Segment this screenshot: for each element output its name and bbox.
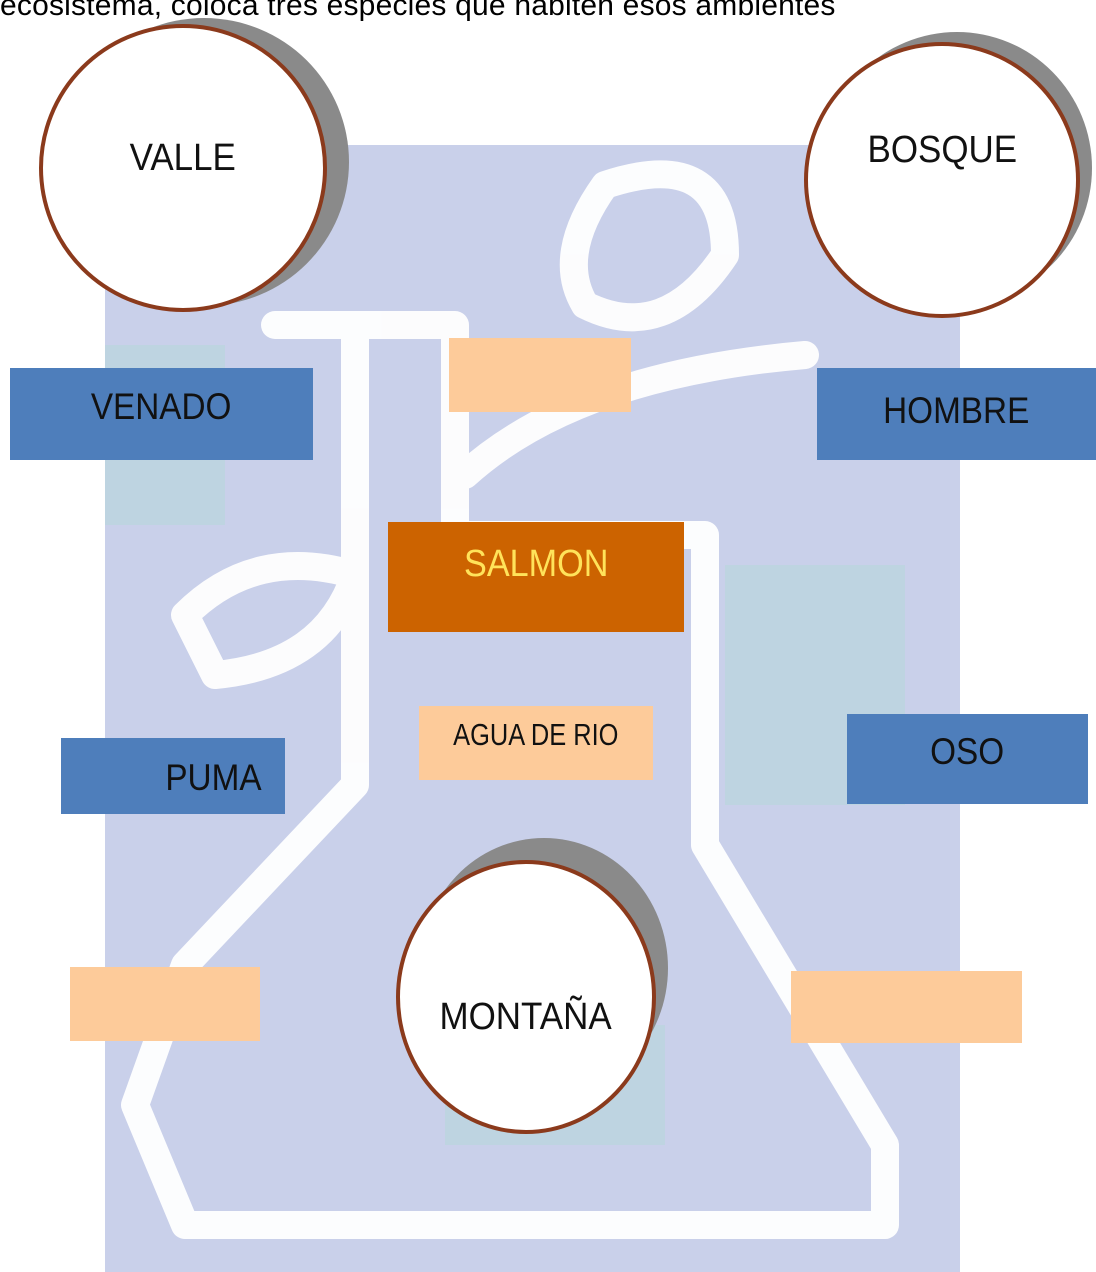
- bosque-circle-body: BOSQUE: [804, 42, 1080, 318]
- answer-box-left[interactable]: [70, 967, 260, 1041]
- hombre-box: HOMBRE: [817, 368, 1096, 460]
- puma-label: PUMA: [164, 757, 262, 798]
- puma-box: PUMA: [61, 738, 285, 814]
- venado-label: VENADO: [91, 386, 232, 427]
- montana-circle: MONTAÑA: [396, 838, 668, 1138]
- oso-label: OSO: [930, 731, 1005, 772]
- answer-box-right[interactable]: [791, 971, 1022, 1043]
- valle-circle-body: VALLE: [39, 24, 327, 312]
- salmon-label: SALMON: [463, 542, 609, 585]
- montana-label: MONTAÑA: [439, 995, 613, 1038]
- bosque-label: BOSQUE: [867, 128, 1017, 171]
- valle-label: VALLE: [129, 136, 237, 179]
- salmon-box: SALMON: [388, 522, 684, 632]
- oso-box: OSO: [847, 714, 1088, 804]
- agua-de-rio-label: AGUA DE RIO: [453, 717, 619, 752]
- bosque-circle: BOSQUE: [802, 28, 1092, 318]
- venado-box: VENADO: [10, 368, 313, 460]
- montana-circle-body: MONTAÑA: [396, 860, 656, 1134]
- valle-circle: VALLE: [35, 10, 349, 312]
- answer-box-top[interactable]: [449, 338, 631, 412]
- agua-de-rio-box: AGUA DE RIO: [419, 706, 653, 780]
- hombre-label: HOMBRE: [883, 390, 1030, 431]
- instruction-text: ecosistema, coloca tres especies que hab…: [0, 0, 836, 22]
